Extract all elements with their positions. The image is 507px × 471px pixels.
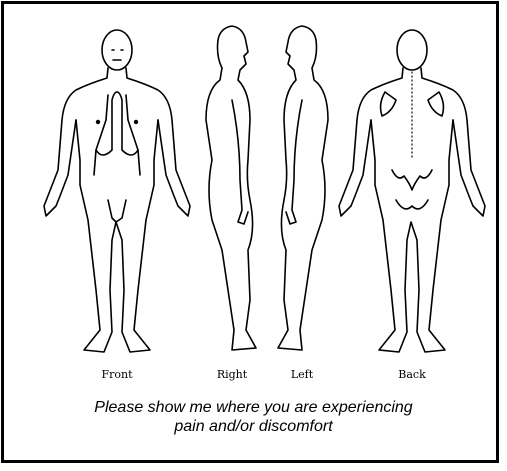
back-figure[interactable] (339, 30, 485, 352)
label-left: Left (267, 368, 337, 381)
instruction-line-1: Please show me where you are experiencin… (0, 398, 507, 417)
left-side-figure[interactable] (278, 26, 328, 350)
label-back: Back (377, 368, 447, 381)
label-front: Front (82, 368, 152, 381)
instruction-text: Please show me where you are experiencin… (0, 398, 507, 436)
front-figure[interactable] (44, 30, 190, 352)
right-side-figure[interactable] (206, 26, 256, 350)
label-right: Right (197, 368, 267, 381)
instruction-line-2: pain and/or discomfort (0, 417, 507, 436)
